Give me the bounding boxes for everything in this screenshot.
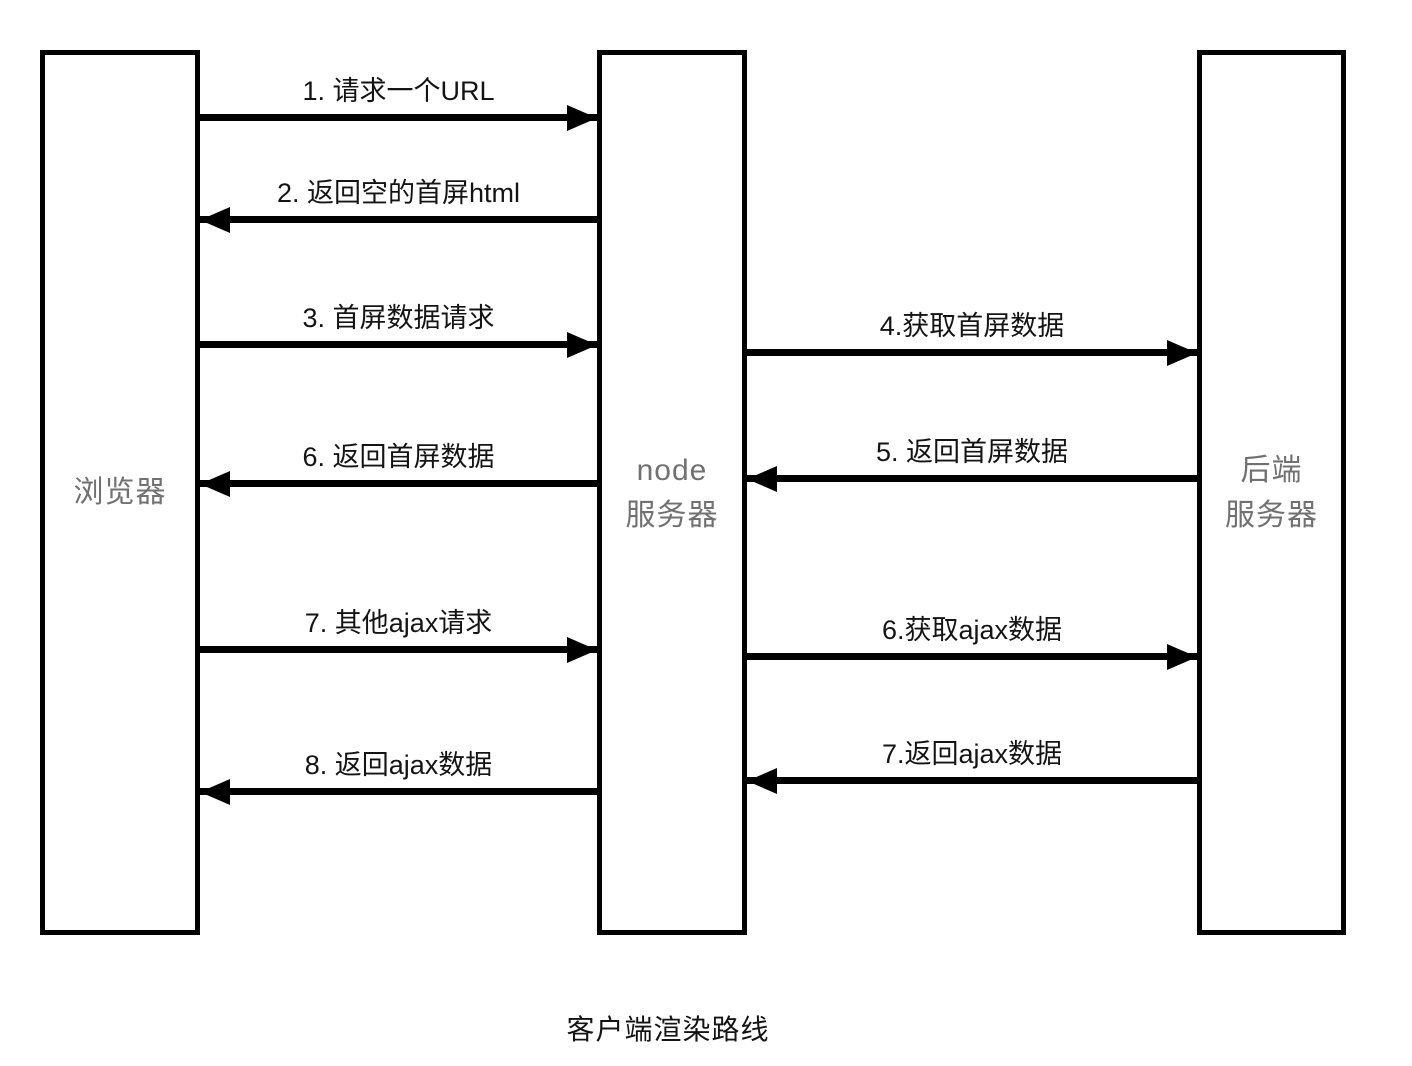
message-arrow-fetch-ajax-data: 6.获取ajax数据 <box>747 613 1197 670</box>
arrow-line <box>747 643 1197 670</box>
arrowhead-left-icon <box>200 778 230 805</box>
message-label: 5. 返回首屏数据 <box>875 437 1069 467</box>
message-arrow-other-ajax-request: 7. 其他ajax请求 <box>200 606 597 663</box>
arrow-line <box>200 778 597 805</box>
arrowhead-right-icon <box>567 104 597 131</box>
diagram-caption: 客户端渲染路线 <box>566 1014 770 1045</box>
arrow-line <box>747 339 1197 366</box>
arrowhead-left-icon <box>747 465 777 492</box>
browser-label: 浏览器 <box>73 476 167 509</box>
message-label: 2. 返回空的首屏html <box>276 178 521 208</box>
backend-server-box: 后端 服务器 <box>1197 50 1346 935</box>
message-arrow-return-first-screen-data: 6. 返回首屏数据 <box>200 440 597 497</box>
arrow-line <box>200 636 597 663</box>
message-label: 8. 返回ajax数据 <box>304 750 493 780</box>
arrowhead-left-icon <box>200 470 230 497</box>
message-label: 7. 其他ajax请求 <box>304 608 493 638</box>
arrowhead-left-icon <box>747 767 777 794</box>
arrow-line <box>200 206 597 233</box>
arrow-line <box>200 104 597 131</box>
arrow-line <box>747 465 1197 492</box>
browser-box: 浏览器 <box>40 50 200 935</box>
arrow-line <box>747 767 1197 794</box>
message-arrow-fetch-first-screen-data: 4.获取首屏数据 <box>747 309 1197 366</box>
message-arrow-return-empty-html: 2. 返回空的首屏html <box>200 176 597 233</box>
message-arrow-return-ajax-data: 8. 返回ajax数据 <box>200 748 597 805</box>
message-arrow-request-url: 1. 请求一个URL <box>200 74 597 131</box>
arrowhead-left-icon <box>200 206 230 233</box>
message-arrow-backend-return-first-screen-data: 5. 返回首屏数据 <box>747 435 1197 492</box>
message-label: 4.获取首屏数据 <box>879 311 1065 341</box>
message-arrow-first-screen-data-request: 3. 首屏数据请求 <box>200 301 597 358</box>
message-arrow-backend-return-ajax-data: 7.返回ajax数据 <box>747 737 1197 794</box>
arrowhead-right-icon <box>567 331 597 358</box>
message-label: 1. 请求一个URL <box>302 76 495 106</box>
backend-server-label-line1: 后端 <box>1240 453 1303 487</box>
arrowhead-right-icon <box>1167 339 1197 366</box>
message-label: 6.获取ajax数据 <box>881 615 1063 645</box>
arrowhead-right-icon <box>567 636 597 663</box>
arrow-line <box>200 470 597 497</box>
message-label: 3. 首屏数据请求 <box>302 303 495 333</box>
arrowhead-right-icon <box>1167 643 1197 670</box>
node-server-box: node 服务器 <box>597 50 747 935</box>
message-label: 6. 返回首屏数据 <box>302 442 495 472</box>
message-label: 7.返回ajax数据 <box>881 739 1063 769</box>
backend-server-label-line2: 服务器 <box>1225 498 1318 532</box>
node-server-label-line1: node <box>636 453 708 487</box>
arrow-line <box>200 331 597 358</box>
node-server-label-line2: 服务器 <box>625 498 719 532</box>
